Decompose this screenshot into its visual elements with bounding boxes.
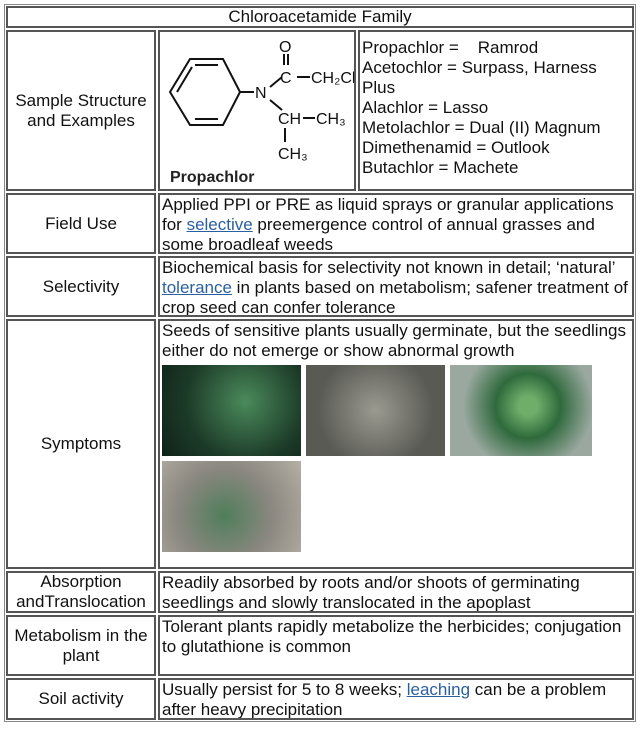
example-item: Dimethenamid = Outlook	[362, 138, 550, 157]
symptom-photo	[450, 365, 592, 456]
text: preemergence control of annual grasses a…	[162, 215, 595, 254]
symptoms-cell: Seeds of sensitive plants usually germin…	[158, 319, 634, 569]
selectivity-text: Biochemical basis for selectivity not kn…	[158, 256, 634, 317]
carbonyl-carbon: C	[280, 70, 292, 87]
row-label: Sample Structure and Examples	[6, 30, 156, 191]
leaching-link[interactable]: leaching	[406, 680, 471, 699]
methyl-group: CH₃	[278, 146, 308, 163]
soil-activity-text: Usually persist for 5 to 8 weeks; leachi…	[158, 678, 634, 720]
table-row: Absorption andTranslocation Readily abso…	[5, 570, 635, 614]
table-title: Chloroacetamide Family	[6, 6, 634, 28]
example-item: Metolachlor = Dual (II) Magnum	[362, 118, 601, 137]
example-item: Acetochlor = Surpass, Harness Plus	[362, 58, 597, 97]
symptom-photos	[162, 365, 602, 552]
example-item: Alachlor = Lasso	[362, 98, 489, 117]
title-row: Chloroacetamide Family	[5, 5, 635, 29]
table-row: Metabolism in the plant Tolerant plants …	[5, 614, 635, 677]
symptom-photo	[306, 365, 445, 456]
row-label: Field Use	[6, 193, 156, 254]
symptoms-text: Seeds of sensitive plants usually germin…	[162, 321, 626, 360]
table-row: Sample Structure and Examples O C	[5, 29, 635, 192]
table-row: Field Use Applied PPI or PRE as liquid s…	[5, 192, 635, 255]
table-row: Selectivity Biochemical basis for select…	[5, 255, 635, 318]
example-item: Butachlor = Machete	[362, 158, 519, 177]
absorption-text: Readily absorbed by roots and/or shoots …	[158, 571, 634, 613]
examples-list: Propachlor = Ramrod Acetochlor = Surpass…	[358, 30, 634, 191]
benzene-ring	[168, 58, 242, 126]
propachlor-structure-diagram: O C CH₂Cl N CH CH₃ CH₃ Propachlor	[168, 39, 354, 186]
metabolism-text: Tolerant plants rapidly metabolize the h…	[158, 615, 634, 676]
methine-group: CH	[278, 111, 301, 128]
field-use-text: Applied PPI or PRE as liquid sprays or g…	[158, 193, 634, 254]
text: in plants based on metabolism; safener t…	[162, 278, 628, 317]
row-label: Metabolism in the plant	[6, 615, 156, 676]
text: Applied PPI or PRE as liquid sprays or g…	[162, 195, 614, 234]
oxygen-atom: O	[279, 39, 291, 56]
text: Biochemical basis for selectivity not kn…	[162, 258, 615, 277]
table-row: Soil activity Usually persist for 5 to 8…	[5, 677, 635, 721]
row-label: Symptoms	[6, 319, 156, 569]
herbicide-family-table: Chloroacetamide Family Sample Structure …	[4, 4, 636, 722]
methyl-group: CH₃	[316, 111, 346, 128]
text: Usually persist for 5 to 8 weeks;	[162, 680, 407, 699]
chemical-structure: O C CH₂Cl N CH CH₃ CH₃ Propachlor	[158, 30, 356, 191]
structure-caption: Propachlor	[170, 169, 254, 186]
symptom-photo	[162, 461, 301, 552]
example-item: Propachlor = Ramrod	[362, 38, 539, 57]
selective-link[interactable]: selective	[186, 215, 253, 234]
table-row: Symptoms Seeds of sensitive plants usual…	[5, 318, 635, 570]
nitrogen-atom: N	[255, 85, 267, 102]
symptom-photo	[162, 365, 301, 456]
row-label: Soil activity	[6, 678, 156, 720]
chloromethyl-group: CH₂Cl	[311, 70, 354, 87]
row-label: Absorption andTranslocation	[6, 571, 156, 613]
tolerance-link[interactable]: tolerance	[162, 278, 232, 297]
text: can be a problem after heavy precipitati…	[162, 680, 607, 719]
row-label: Selectivity	[6, 256, 156, 317]
